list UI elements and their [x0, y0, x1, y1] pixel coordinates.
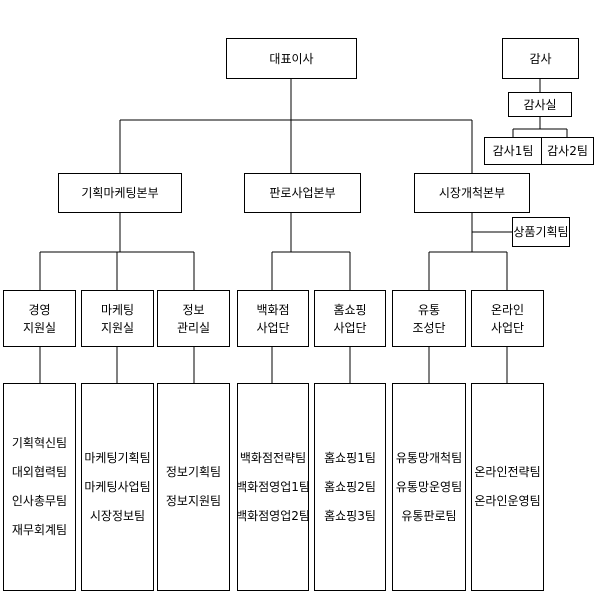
dept-info-line-1: 정보	[182, 302, 205, 317]
team-item: 홈쇼핑3팀	[324, 508, 376, 523]
dept-department-store-box: 백화점 사업단	[237, 290, 309, 347]
dept-info-box: 정보 관리실	[157, 290, 230, 347]
team-item: 백화점영업2팀	[236, 508, 310, 523]
dept-home-shopping-line-1: 홈쇼핑	[333, 302, 367, 317]
team-item: 정보지원팀	[165, 494, 222, 508]
dept-marketing-line-2: 지원실	[100, 320, 135, 335]
ceo-box: 대표이사	[226, 38, 357, 79]
dept-distribution-line-2: 조성단	[412, 320, 446, 335]
team-item: 온라인운영팀	[474, 494, 541, 508]
division-market-box: 시장개척본부	[414, 173, 530, 213]
dept-online-box: 온라인 사업단	[471, 290, 544, 347]
dept-management-line-1: 경영	[28, 302, 51, 317]
dept-online-line-2: 사업단	[490, 320, 525, 335]
teams-info-box: 정보기획팀 정보지원팀	[157, 383, 230, 591]
team-item: 유통판로팀	[401, 508, 457, 523]
teams-home-shopping-box: 홈쇼핑1팀 홈쇼핑2팀 홈쇼핑3팀	[314, 383, 386, 591]
audit-team-2-label: 감사2팀	[547, 144, 588, 158]
team-item: 마케팅기획팀	[84, 450, 151, 465]
dept-department-store-line-1: 백화점	[256, 302, 290, 317]
teams-marketing-box: 마케팅기획팀 마케팅사업팀 시장정보팀	[81, 383, 154, 591]
dept-marketing-line-1: 마케팅	[100, 302, 135, 317]
division-sales-label: 판로사업본부	[269, 186, 336, 200]
dept-marketing-box: 마케팅 지원실	[81, 290, 154, 347]
dept-management-line-2: 지원실	[22, 320, 57, 335]
audit-team-2-box: 감사2팀	[541, 137, 594, 165]
division-planning-box: 기획마케팅본부	[58, 173, 182, 213]
team-item: 홈쇼핑2팀	[324, 479, 376, 494]
division-planning-label: 기획마케팅본부	[81, 186, 159, 200]
dept-management-box: 경영 지원실	[3, 290, 76, 347]
team-item: 유통망개척팀	[395, 450, 463, 465]
audit-team-1-label: 감사1팀	[492, 144, 534, 158]
teams-distribution-box: 유통망개척팀 유통망운영팀 유통판로팀	[392, 383, 466, 591]
team-item: 백화점영업1팀	[236, 479, 310, 494]
dept-distribution-box: 유통 조성단	[392, 290, 466, 347]
team-item: 시장정보팀	[89, 508, 146, 523]
dept-distribution-line-1: 유통	[417, 302, 441, 317]
dept-info-line-2: 관리실	[176, 320, 211, 335]
teams-online-box: 온라인전략팀 온라인운영팀	[471, 383, 544, 591]
audit-office-box: 감사실	[508, 92, 572, 117]
division-market-label: 시장개척본부	[438, 186, 506, 200]
team-item: 홈쇼핑1팀	[324, 450, 376, 465]
ceo-label: 대표이사	[269, 51, 314, 66]
audit-label: 감사	[529, 51, 552, 66]
team-item: 마케팅사업팀	[84, 479, 151, 494]
team-item: 인사총무팀	[11, 494, 68, 508]
team-item: 재무회계팀	[11, 523, 68, 537]
team-item: 온라인전략팀	[474, 465, 541, 479]
team-item: 기획혁신팀	[11, 436, 68, 450]
team-item: 대외협력팀	[11, 465, 68, 479]
audit-office-label: 감사실	[523, 97, 557, 112]
teams-management-box: 기획혁신팀 대외협력팀 인사총무팀 재무회계팀	[3, 383, 76, 591]
division-sales-box: 판로사업본부	[244, 173, 361, 213]
audit-team-1-box: 감사1팀	[484, 137, 542, 165]
teams-department-store-box: 백화점전략팀 백화점영업1팀 백화점영업2팀	[236, 383, 310, 591]
dept-home-shopping-box: 홈쇼핑 사업단	[314, 290, 386, 347]
product-planning-team-box: 상품기획팀	[512, 217, 570, 247]
dept-home-shopping-line-2: 사업단	[333, 320, 367, 335]
dept-department-store-line-2: 사업단	[256, 320, 290, 335]
team-item: 정보기획팀	[165, 465, 222, 479]
team-item: 백화점전략팀	[239, 450, 307, 465]
product-planning-team-label: 상품기획팀	[513, 225, 569, 239]
dept-online-line-1: 온라인	[490, 302, 525, 317]
team-item: 유통망운영팀	[395, 479, 463, 494]
audit-box: 감사	[502, 38, 579, 79]
